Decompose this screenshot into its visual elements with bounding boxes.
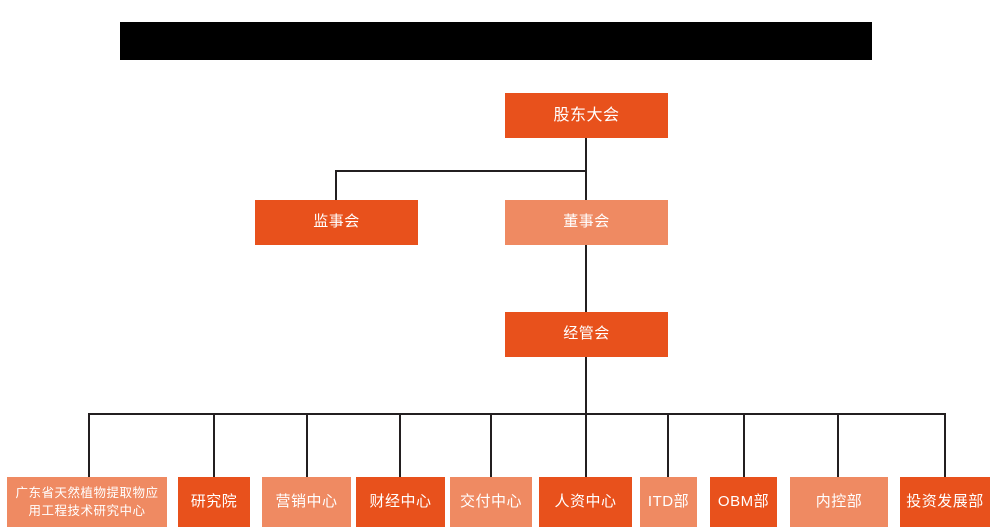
node-shareholders-meeting[interactable]: 股东大会 [505,93,668,138]
connector-v-delivery [490,413,492,477]
connector-v-finance [399,413,401,477]
connector-v-research [213,413,215,477]
node-label: ITD部 [647,492,690,510]
connector-v-itd [667,413,669,477]
node-label: 研究院 [190,492,238,510]
node-label: 广东省天然植物提取物应 用工程技术研究中心 [15,485,159,518]
connector-h-level4-bus [88,413,946,415]
node-hr-center[interactable]: 人资中心 [539,477,632,527]
node-label: 监事会 [313,213,360,231]
connector-v-internal-control [837,413,839,477]
connector-v-directors-to-management [585,245,587,313]
connector-v-management-to-bus [585,357,587,414]
node-itd-department[interactable]: ITD部 [640,477,697,527]
connector-v-shareholders [585,138,587,171]
connector-h-level2 [335,170,587,172]
node-label: 股东大会 [553,106,620,124]
node-label: 财经中心 [369,492,432,510]
connector-v-obm [743,413,745,477]
node-delivery-center[interactable]: 交付中心 [450,477,532,527]
node-finance-center[interactable]: 财经中心 [356,477,445,527]
node-board-of-directors[interactable]: 董事会 [505,200,668,245]
connector-v-directors [585,170,587,201]
node-obm-department[interactable]: OBM部 [710,477,777,527]
node-label: OBM部 [717,492,770,510]
node-label: 人资中心 [554,492,617,510]
node-internal-control-department[interactable]: 内控部 [790,477,888,527]
connector-v-investment [944,413,946,477]
node-label: 内控部 [815,492,863,510]
node-label: 营销中心 [275,492,338,510]
node-label: 董事会 [563,213,610,231]
connector-v-gd-center [88,413,90,477]
node-investment-development-department[interactable]: 投资发展部 [900,477,990,527]
node-management-committee[interactable]: 经管会 [505,312,668,357]
node-research-institute[interactable]: 研究院 [178,477,250,527]
connector-v-supervisors [335,170,337,201]
node-label: 经管会 [563,325,610,343]
node-gd-natural-plant-extract-center[interactable]: 广东省天然植物提取物应 用工程技术研究中心 [7,477,167,527]
node-label: 投资发展部 [906,492,984,510]
node-board-of-supervisors[interactable]: 监事会 [255,200,418,245]
title-banner-redacted [120,22,872,60]
connector-v-hr [585,413,587,477]
node-label: 交付中心 [459,492,522,510]
node-marketing-center[interactable]: 营销中心 [262,477,351,527]
connector-v-marketing [306,413,308,477]
